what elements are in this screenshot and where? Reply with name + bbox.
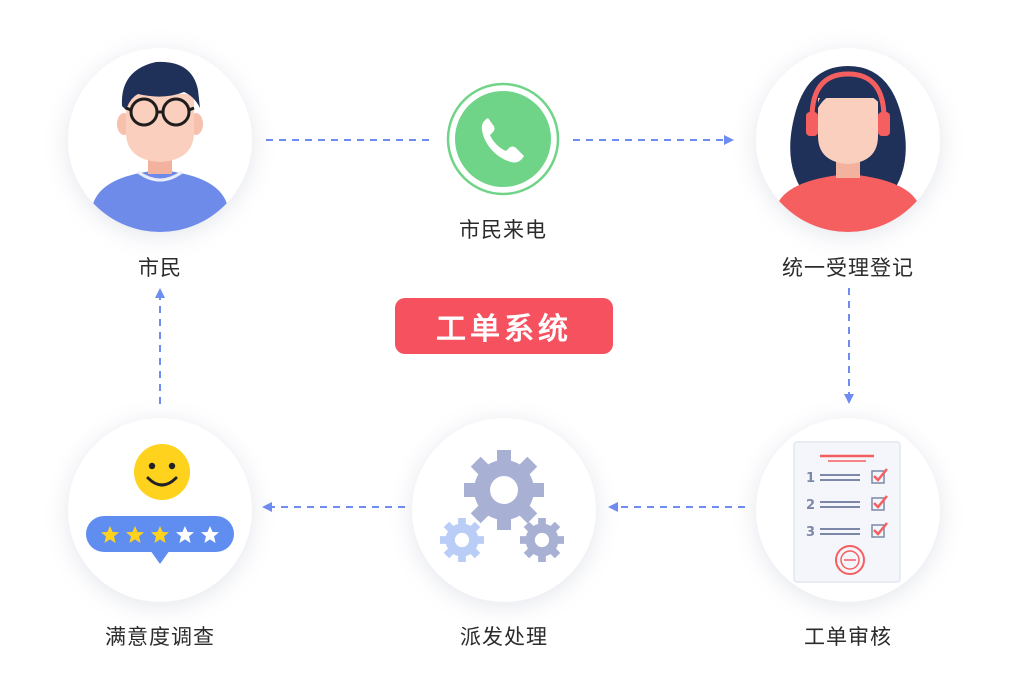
star-icon — [151, 526, 169, 543]
survey-node — [68, 418, 252, 602]
title-badge: 工单系统 — [395, 298, 613, 354]
review-node: 1 2 3 — [756, 418, 940, 602]
rating-stars — [101, 526, 219, 543]
small-gear-right-icon — [520, 518, 564, 562]
approval-stamp-icon — [835, 545, 865, 575]
review-label: 工单审核 — [804, 625, 892, 649]
register-node — [756, 48, 940, 232]
operator-avatar-icon — [776, 66, 920, 232]
survey-label: 满意度调查 — [105, 625, 215, 649]
dispatch-node — [412, 418, 596, 602]
checklist-number: 3 — [806, 525, 815, 540]
citizen-node — [68, 48, 252, 232]
register-label: 统一受理登记 — [782, 256, 914, 280]
phone-call-node — [446, 82, 560, 196]
small-gear-left-icon — [440, 518, 484, 562]
phone-icon — [446, 82, 560, 196]
satisfaction-rating-icon — [86, 444, 234, 564]
dispatch-label: 派发处理 — [460, 625, 548, 649]
checklist-document-icon: 1 2 3 — [793, 441, 901, 583]
star-icon — [126, 526, 144, 543]
checklist-number: 1 — [806, 471, 815, 486]
checklist-number: 2 — [806, 498, 815, 513]
star-icon — [201, 526, 219, 543]
star-icon — [176, 526, 194, 543]
citizen-label: 市民 — [138, 256, 182, 280]
man-avatar-icon — [92, 61, 228, 232]
gears-icon — [440, 450, 564, 562]
star-icon — [101, 526, 119, 543]
large-gear-icon — [464, 450, 544, 530]
call-label: 市民来电 — [459, 218, 547, 242]
